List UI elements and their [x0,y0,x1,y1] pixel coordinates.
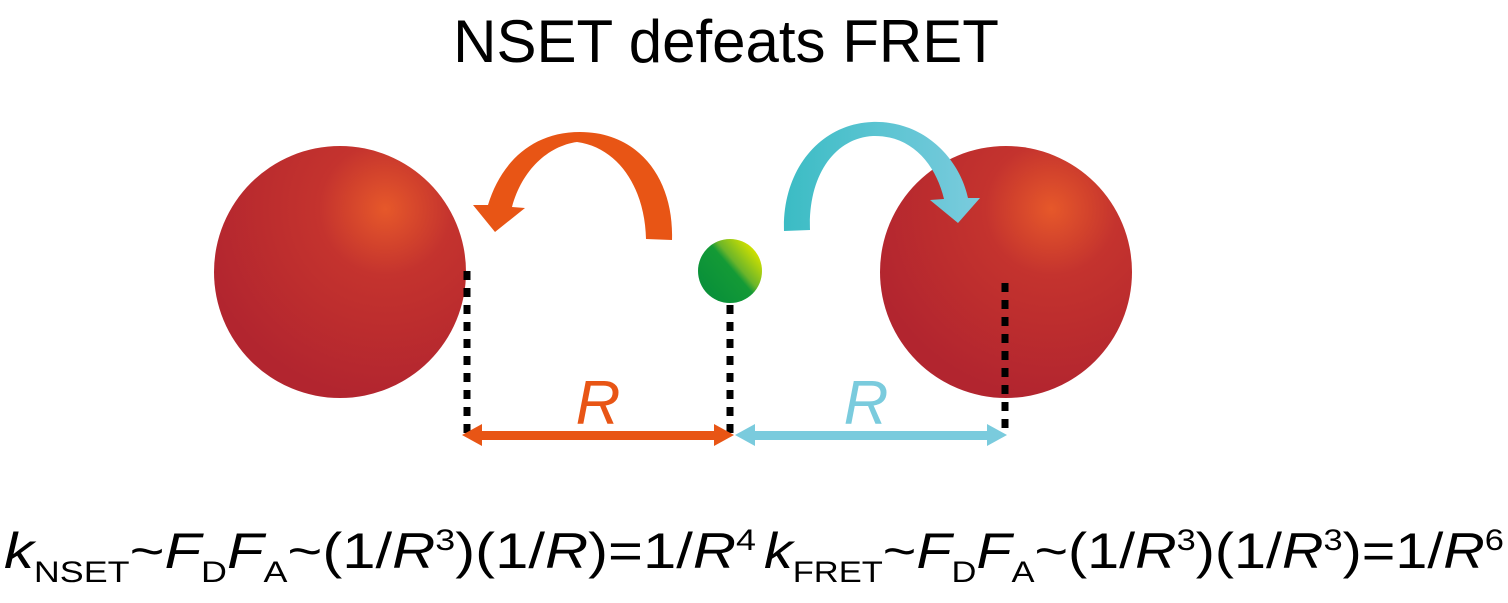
nset-transfer-arrow-icon [473,132,673,240]
fret-distance-arrow [735,424,1007,446]
nset-distance-label: R [576,369,621,438]
fret-transfer-arrow-icon [783,121,980,231]
donor-dye [698,239,762,303]
fret-distance-label: R [844,369,889,438]
acceptor-nanoparticle-right [880,146,1132,398]
diagram-title: NSET defeats FRET [453,8,999,75]
acceptor-nanoparticle-left [214,146,466,398]
nset-distance-arrow [462,424,734,446]
